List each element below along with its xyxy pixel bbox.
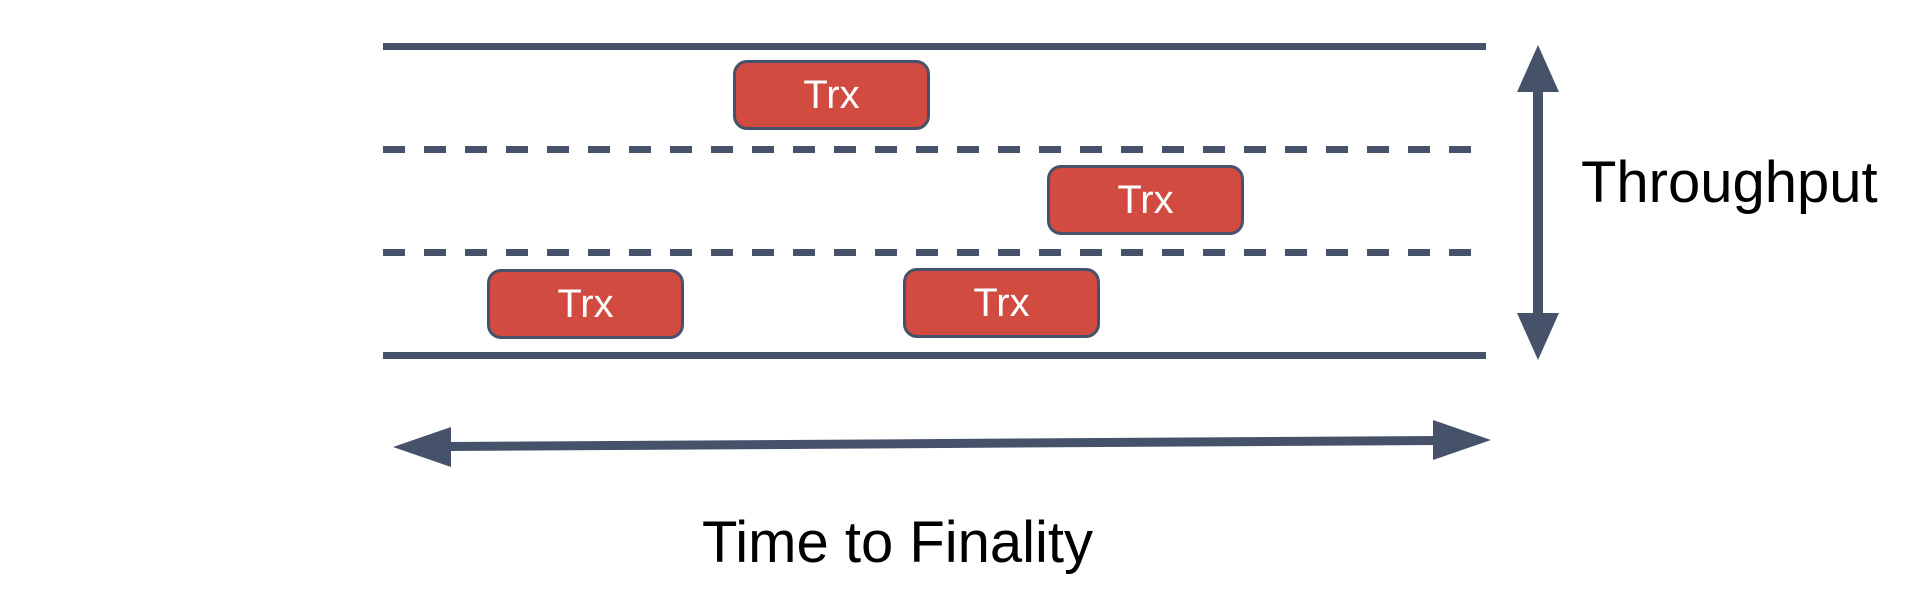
- road-bottom-edge-line: [383, 352, 1486, 359]
- trx-box-bottom-lane-left: Trx: [487, 269, 684, 339]
- arrowhead-down-icon: [1517, 313, 1559, 360]
- arrowhead-left-icon: [393, 427, 451, 467]
- trx-label: Trx: [973, 281, 1030, 325]
- trx-label: Trx: [557, 282, 614, 326]
- trx-box-top-lane: Trx: [733, 60, 930, 130]
- time-to-finality-axis-label: Time to Finality: [702, 510, 1094, 575]
- trx-label: Trx: [803, 73, 860, 117]
- arrowhead-right-icon: [1433, 420, 1491, 460]
- throughput-double-arrow: [1517, 45, 1559, 360]
- road-top-edge-line: [383, 43, 1486, 50]
- trx-box-bottom-lane-right: Trx: [903, 268, 1100, 338]
- trx-box-middle-lane: Trx: [1047, 165, 1244, 235]
- lane-divider-line-1: [383, 146, 1486, 153]
- lane-divider-line-2: [383, 249, 1486, 256]
- time-arrow-shaft: [446, 436, 1438, 451]
- arrowhead-up-icon: [1517, 45, 1559, 92]
- throughput-axis-label: Throughput: [1581, 150, 1878, 215]
- time-to-finality-double-arrow: [393, 420, 1491, 467]
- trx-label: Trx: [1117, 178, 1174, 222]
- throughput-arrow-shaft: [1533, 86, 1543, 318]
